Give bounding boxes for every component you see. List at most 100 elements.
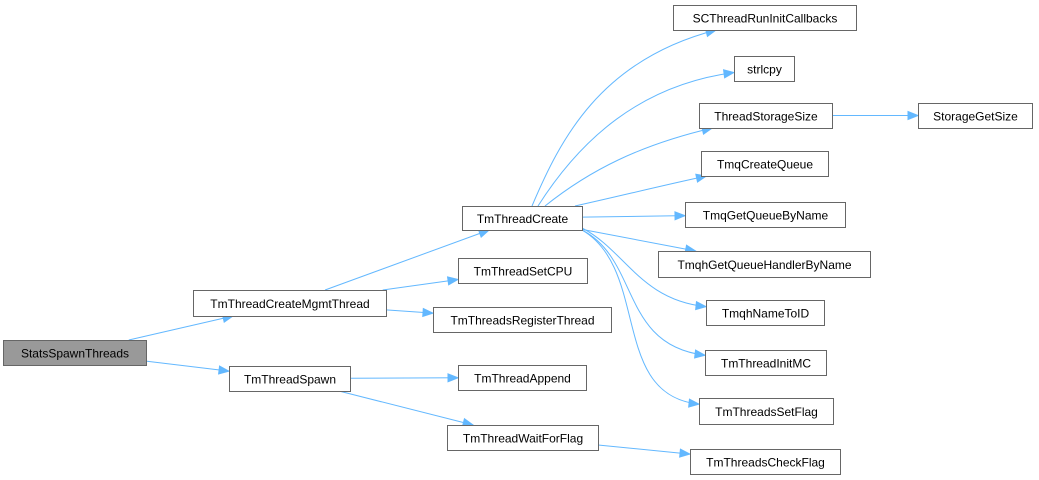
node-tm-thread-init-mc[interactable]: TmThreadInitMC	[705, 350, 827, 376]
edge-arrowhead	[674, 211, 687, 221]
node-box[interactable]	[701, 151, 829, 177]
edge-arrowhead	[446, 276, 460, 286]
node-box[interactable]	[705, 350, 827, 376]
edge-tm-thread-create-to-tmq-get-queue-by-name	[581, 211, 687, 221]
node-label: TmqhGetQueueHandlerByName	[677, 258, 851, 272]
node-box[interactable]	[229, 366, 351, 392]
node-tm-thread-create[interactable]: TmThreadCreate	[462, 206, 583, 231]
edge-arrowhead	[722, 69, 736, 79]
edge-tm-thread-create-to-strlcpy	[537, 69, 736, 207]
node-box[interactable]	[685, 202, 846, 228]
edge-stats-spawn-threads-to-tm-thread-create-mgmt-thread	[128, 313, 235, 341]
edge-arrowhead	[679, 448, 692, 458]
node-label: ThreadStorageSize	[714, 110, 818, 124]
node-label: TmThreadsRegisterThread	[450, 314, 594, 328]
edge-line	[128, 315, 234, 341]
edge-arrowhead	[694, 349, 707, 359]
node-label: SCThreadRunInitCallbacks	[693, 12, 838, 26]
node-tm-thread-set-cpu[interactable]: TmThreadSetCPU	[458, 258, 588, 284]
edge-tm-thread-create-to-tmqh-get-queue-handler-by-name	[581, 228, 697, 254]
node-box[interactable]	[462, 206, 583, 231]
node-box[interactable]	[193, 290, 387, 317]
nodes-layer: StatsSpawnThreads TmThreadCreateMgmtThrea…	[3, 5, 1033, 475]
node-tmq-get-queue-by-name[interactable]: TmqGetQueueByName	[685, 202, 846, 228]
node-label: TmThreadSpawn	[244, 373, 336, 387]
edge-tm-thread-create-to-tmq-create-queue	[574, 173, 708, 207]
edge-line	[145, 360, 230, 372]
edge-arrowhead	[695, 300, 708, 311]
node-label: TmThreadsCheckFlag	[706, 456, 825, 470]
node-label: StatsSpawnThreads	[21, 347, 129, 361]
edge-line	[581, 215, 686, 218]
edge-tm-thread-create-to-tmqh-name-to-id	[581, 227, 708, 311]
edge-line	[382, 279, 459, 291]
edge-tm-thread-wait-for-flag-to-tm-threads-check-flag	[597, 444, 692, 458]
edge-tm-thread-create-to-tm-threads-set-flag	[581, 229, 701, 408]
edge-tm-thread-create-mgmt-thread-to-tm-thread-set-cpu	[382, 276, 460, 291]
edge-line	[574, 175, 707, 207]
node-box[interactable]	[3, 340, 147, 366]
node-tm-threads-set-flag[interactable]: TmThreadsSetFlag	[699, 398, 834, 425]
node-tm-threads-check-flag[interactable]: TmThreadsCheckFlag	[690, 449, 841, 475]
node-label: TmThreadWaitForFlag	[463, 432, 583, 446]
edge-tm-thread-create-to-sc-thread-run-init-callbacks	[531, 28, 718, 207]
node-box[interactable]	[706, 300, 825, 326]
node-box[interactable]	[734, 56, 795, 82]
edge-arrowhead	[447, 373, 460, 383]
edge-arrowhead	[688, 398, 701, 408]
edge-stats-spawn-threads-to-tm-thread-spawn	[145, 360, 231, 375]
node-label: StorageGetSize	[933, 110, 1018, 124]
edge-line	[581, 229, 700, 405]
node-tmq-create-queue[interactable]: TmqCreateQueue	[701, 151, 829, 177]
edge-arrowhead	[218, 365, 231, 375]
node-label: TmThreadsSetFlag	[715, 405, 818, 419]
node-box[interactable]	[699, 103, 833, 129]
node-label: TmThreadCreate	[477, 212, 569, 226]
node-box[interactable]	[433, 307, 612, 333]
node-label: TmqGetQueueByName	[703, 209, 829, 223]
node-box[interactable]	[673, 5, 857, 31]
edge-line	[581, 228, 696, 252]
node-label: TmqCreateQueue	[717, 158, 813, 172]
node-tm-threads-register-thread[interactable]: TmThreadsRegisterThread	[433, 307, 612, 333]
node-box[interactable]	[699, 398, 834, 425]
node-box[interactable]	[658, 251, 871, 278]
edges-layer	[128, 28, 920, 458]
node-box[interactable]	[690, 449, 841, 475]
edge-line	[544, 127, 713, 207]
node-stats-spawn-threads[interactable]: StatsSpawnThreads	[3, 340, 147, 366]
node-box[interactable]	[458, 258, 588, 284]
node-tm-thread-wait-for-flag[interactable]: TmThreadWaitForFlag	[447, 425, 599, 451]
edge-tm-thread-create-to-tm-thread-init-mc	[581, 229, 707, 359]
node-label: TmThreadCreateMgmtThread	[210, 297, 369, 311]
node-tmqh-name-to-id[interactable]: TmqhNameToID	[706, 300, 825, 326]
node-thread-storage-size[interactable]: ThreadStorageSize	[699, 103, 833, 129]
edge-line	[581, 227, 707, 308]
node-label: TmqhNameToID	[722, 307, 810, 321]
edge-tm-thread-spawn-to-tm-thread-append	[349, 373, 460, 383]
node-tm-thread-append[interactable]: TmThreadAppend	[458, 365, 587, 391]
node-label: TmThreadInitMC	[721, 357, 811, 371]
node-box[interactable]	[447, 425, 599, 451]
edge-tm-thread-spawn-to-tm-thread-wait-for-flag	[338, 390, 475, 428]
node-tm-thread-create-mgmt-thread[interactable]: TmThreadCreateMgmtThread	[193, 290, 387, 317]
node-box[interactable]	[918, 103, 1033, 129]
edge-line	[581, 229, 706, 356]
edge-line	[597, 444, 691, 455]
edge-arrowhead	[422, 307, 435, 318]
edge-line	[531, 29, 717, 207]
edge-thread-storage-size-to-storage-get-size	[832, 110, 920, 121]
edge-line	[324, 229, 490, 291]
node-tm-thread-spawn[interactable]: TmThreadSpawn	[229, 366, 351, 392]
node-strlcpy[interactable]: strlcpy	[734, 56, 795, 82]
node-sc-thread-run-init-callbacks[interactable]: SCThreadRunInitCallbacks	[673, 5, 857, 31]
node-box[interactable]	[458, 365, 587, 391]
node-storage-get-size[interactable]: StorageGetSize	[918, 103, 1033, 129]
node-label: TmThreadSetCPU	[474, 265, 573, 279]
node-label: strlcpy	[747, 63, 782, 77]
node-tmqh-get-queue-handler-by-name[interactable]: TmqhGetQueueHandlerByName	[658, 251, 871, 278]
edge-tm-thread-create-mgmt-thread-to-tm-threads-register-thread	[385, 307, 435, 318]
edge-line	[537, 71, 735, 207]
edge-arrowhead	[907, 110, 920, 121]
